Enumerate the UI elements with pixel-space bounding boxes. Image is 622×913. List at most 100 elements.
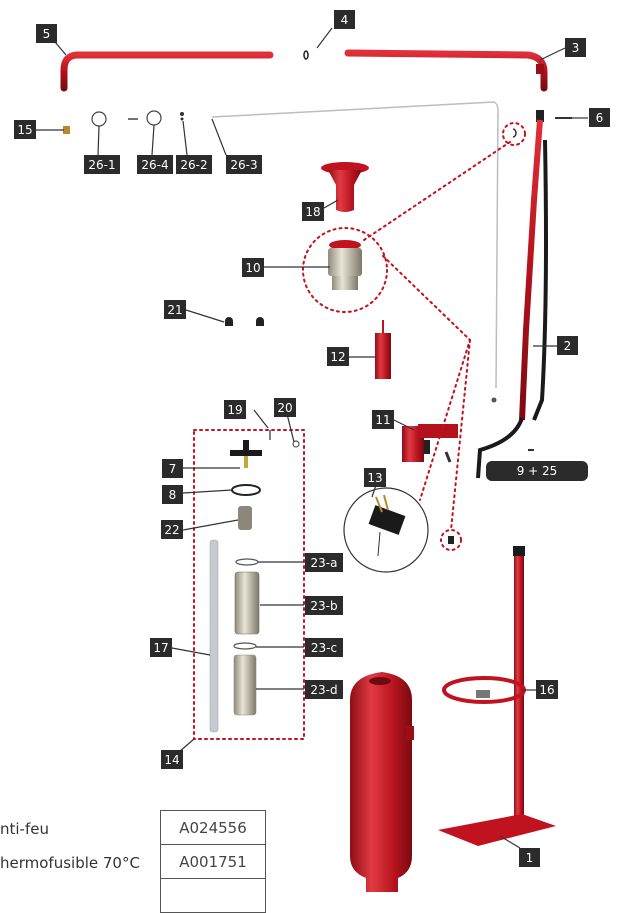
callout-2: 2 bbox=[557, 336, 578, 355]
part-13-microswitch bbox=[343, 487, 429, 573]
svg-text:10: 10 bbox=[245, 261, 260, 275]
callout-18: 18 bbox=[302, 202, 324, 221]
svg-text:12: 12 bbox=[330, 350, 345, 364]
callout-26-2: 26-2 bbox=[176, 155, 212, 174]
callouts: 5 4 3 6 15 26-1 26-4 26-2 26-3 18 10 21 … bbox=[14, 10, 610, 867]
part-18-cap bbox=[321, 162, 369, 212]
legend-desc-1: nti-feu bbox=[0, 820, 49, 838]
table-row: A001751 bbox=[160, 844, 266, 879]
callout-8: 8 bbox=[162, 485, 183, 504]
reference-table: A024556 A001751 bbox=[160, 810, 266, 913]
svg-text:7: 7 bbox=[169, 462, 177, 476]
legend-desc-2: hermofusible 70°C bbox=[0, 854, 140, 872]
part-2-column bbox=[519, 110, 548, 421]
callout-21: 21 bbox=[164, 300, 186, 319]
svg-text:23-d: 23-d bbox=[310, 683, 337, 697]
svg-text:15: 15 bbox=[17, 123, 32, 137]
reference-cell: A001751 bbox=[160, 844, 266, 879]
callout-23-c: 23-c bbox=[305, 638, 343, 657]
kit-14-group-box bbox=[193, 429, 305, 740]
svg-text:2: 2 bbox=[564, 339, 572, 353]
svg-text:23-a: 23-a bbox=[311, 556, 338, 570]
svg-text:26-1: 26-1 bbox=[88, 158, 115, 172]
part-11-bracket bbox=[402, 424, 458, 462]
part-26-1-ring bbox=[91, 111, 107, 127]
part-3-right-pipe bbox=[344, 49, 548, 92]
svg-text:13: 13 bbox=[367, 471, 382, 485]
callout-23-a: 23-a bbox=[305, 553, 343, 572]
part-10-valve bbox=[302, 227, 388, 313]
svg-text:5: 5 bbox=[43, 27, 51, 41]
part-21-caps bbox=[225, 317, 264, 326]
part-5-left-pipe bbox=[60, 51, 274, 92]
svg-text:22: 22 bbox=[164, 523, 179, 537]
svg-text:21: 21 bbox=[167, 303, 182, 317]
part-1-stand bbox=[438, 546, 556, 846]
part-15-nut bbox=[63, 126, 70, 134]
svg-text:9 + 25: 9 + 25 bbox=[517, 464, 558, 478]
part-26-2-spring bbox=[180, 112, 184, 121]
part-17-tube bbox=[209, 539, 219, 733]
part-23-d-filter bbox=[233, 654, 257, 716]
callout-12: 12 bbox=[327, 347, 349, 366]
callout-10: 10 bbox=[242, 258, 264, 277]
svg-text:17: 17 bbox=[153, 641, 168, 655]
reference-cell bbox=[160, 878, 266, 913]
svg-text:19: 19 bbox=[227, 403, 242, 417]
table-row bbox=[160, 878, 266, 913]
callout-19: 19 bbox=[224, 400, 246, 419]
svg-text:26-4: 26-4 bbox=[141, 158, 168, 172]
callout-5: 5 bbox=[36, 24, 57, 43]
svg-text:14: 14 bbox=[164, 753, 179, 767]
dotted-link-valve bbox=[363, 141, 511, 241]
svg-text:26-3: 26-3 bbox=[230, 158, 257, 172]
svg-text:16: 16 bbox=[539, 683, 554, 697]
part-26-4-ring bbox=[146, 110, 162, 126]
callout-7: 7 bbox=[162, 459, 183, 478]
callout-9-25: 9 + 25 bbox=[486, 461, 588, 481]
table-row: A024556 bbox=[160, 810, 266, 845]
callout-23-d: 23-d bbox=[305, 680, 343, 699]
svg-text:1: 1 bbox=[526, 851, 534, 865]
part-7-head bbox=[230, 440, 262, 468]
part-12-cartridge bbox=[375, 320, 391, 379]
callout-4: 4 bbox=[334, 10, 355, 29]
svg-text:11: 11 bbox=[375, 413, 390, 427]
callout-22: 22 bbox=[161, 520, 183, 539]
part-23-b-filter bbox=[234, 571, 260, 635]
callout-20: 20 bbox=[274, 398, 296, 417]
callout-6: 6 bbox=[589, 108, 610, 127]
callout-17: 17 bbox=[150, 638, 172, 657]
callout-1: 1 bbox=[519, 848, 540, 867]
part-6-seal bbox=[512, 128, 517, 138]
exploded-parts-diagram: 5 4 3 6 15 26-1 26-4 26-2 26-3 18 10 21 … bbox=[14, 10, 610, 892]
part-9-25-hose bbox=[476, 417, 524, 479]
reference-cell: A024556 bbox=[160, 810, 266, 845]
dotted-link-switch bbox=[382, 255, 472, 501]
callout-14: 14 bbox=[161, 750, 183, 769]
callout-15: 15 bbox=[14, 120, 36, 139]
svg-text:3: 3 bbox=[572, 41, 580, 55]
callout-11: 11 bbox=[372, 410, 394, 429]
part-8-oring bbox=[231, 484, 261, 496]
svg-text:18: 18 bbox=[305, 205, 320, 219]
part-13-dotted-ring bbox=[440, 529, 462, 551]
callout-26-1: 26-1 bbox=[84, 155, 120, 174]
callout-26-4: 26-4 bbox=[137, 155, 173, 174]
part-16-strap bbox=[442, 676, 526, 704]
dotted-ring-top bbox=[502, 122, 526, 146]
svg-text:23-c: 23-c bbox=[311, 641, 337, 655]
part-23-c-ring bbox=[233, 642, 257, 650]
svg-text:8: 8 bbox=[169, 488, 177, 502]
svg-text:26-2: 26-2 bbox=[180, 158, 207, 172]
callout-16: 16 bbox=[536, 680, 558, 699]
callout-23-b: 23-b bbox=[305, 596, 343, 615]
part-22-body bbox=[238, 506, 252, 530]
extinguisher-cylinder bbox=[350, 672, 414, 892]
callout-3: 3 bbox=[565, 38, 586, 57]
part-26-3-cable bbox=[211, 101, 499, 389]
svg-text:23-b: 23-b bbox=[310, 599, 337, 613]
leader-lines bbox=[36, 27, 588, 849]
svg-text:20: 20 bbox=[277, 401, 292, 415]
callout-13: 13 bbox=[364, 468, 386, 487]
